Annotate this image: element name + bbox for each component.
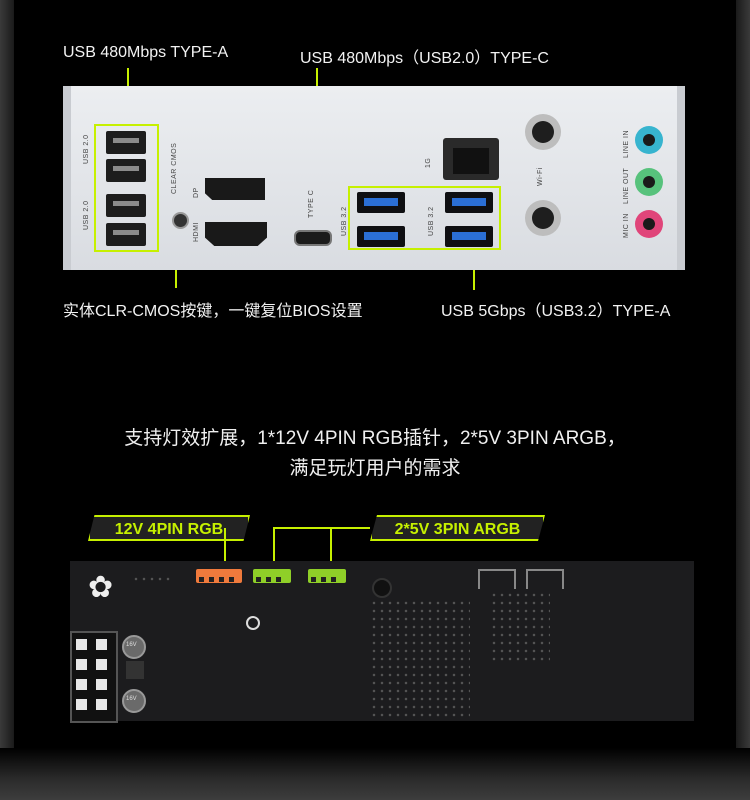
leader-argb-1 bbox=[273, 527, 275, 571]
text-dp: DP bbox=[193, 187, 200, 198]
usb32-port-3 bbox=[445, 192, 493, 213]
capacitor-2-label: 16V bbox=[126, 696, 137, 702]
fan-logo-icon: ✿ bbox=[88, 571, 114, 604]
text-wifi: Wi-Fi bbox=[537, 167, 544, 186]
bezel-bottom bbox=[0, 748, 750, 800]
clear-cmos-button bbox=[172, 212, 189, 229]
panel-edge-left bbox=[63, 86, 71, 270]
capacitor-2: 16V bbox=[122, 689, 146, 713]
bezel-left bbox=[0, 0, 14, 800]
usb32-port-4 bbox=[445, 226, 493, 247]
highlight-usb32 bbox=[348, 186, 501, 250]
text-line-in: LINE IN bbox=[623, 129, 630, 158]
leader-rgb bbox=[224, 528, 226, 570]
argb-header-2 bbox=[308, 569, 346, 583]
label-usb2-type-c: USB 480Mbps（USB2.0）TYPE-C bbox=[300, 50, 549, 67]
highlight-usb2 bbox=[94, 124, 159, 252]
leader-argb-top bbox=[273, 527, 370, 529]
text-clear-cmos: CLEAR CMOS bbox=[171, 142, 178, 194]
usb2-port-3 bbox=[106, 194, 146, 217]
usb2-port-4 bbox=[106, 223, 146, 246]
line-in-jack bbox=[635, 126, 663, 154]
chip bbox=[126, 661, 144, 679]
text-lan: 1G bbox=[425, 157, 432, 168]
text-usb32-right: USB 3.2 bbox=[428, 206, 435, 236]
label-usb32-type-a: USB 5Gbps（USB3.2）TYPE-A bbox=[441, 303, 671, 320]
text-usb20-bottom: USB 2.0 bbox=[83, 200, 90, 230]
pin-dots bbox=[132, 575, 172, 583]
text-hdmi: HDMI bbox=[193, 222, 200, 242]
tag-5v-argb: 2*5V 3PIN ARGB bbox=[370, 515, 545, 541]
text-type-c: TYPE C bbox=[308, 189, 315, 218]
text-line-out: LINE OUT bbox=[623, 167, 630, 204]
leader-argb-2 bbox=[330, 527, 332, 571]
text-usb20-top: USB 2.0 bbox=[83, 134, 90, 164]
wifi-antenna-2 bbox=[525, 200, 561, 236]
panel-edge-right bbox=[677, 86, 685, 270]
usb32-port-2 bbox=[357, 226, 405, 247]
motherboard: ✿ 16V 16V bbox=[70, 561, 694, 723]
trace-dots-2 bbox=[490, 591, 550, 661]
text-usb32-left: USB 3.2 bbox=[341, 206, 348, 236]
lan-port bbox=[443, 138, 499, 180]
capacitor-1: 16V bbox=[122, 635, 146, 659]
caption-line-2: 满足玩灯用户的需求 bbox=[289, 458, 461, 479]
atx-power-connector bbox=[70, 631, 118, 723]
text-mic-in: MIC IN bbox=[623, 213, 630, 238]
type-c-port bbox=[294, 230, 332, 246]
bezel-right bbox=[736, 0, 750, 800]
usb2-port-1 bbox=[106, 131, 146, 154]
usb32-port-1 bbox=[357, 192, 405, 213]
displayport bbox=[205, 178, 265, 200]
mount-hole-1 bbox=[246, 616, 260, 630]
trace-dots-1 bbox=[370, 599, 470, 719]
hdmi-port bbox=[205, 222, 267, 246]
rgb-12v-header bbox=[196, 569, 242, 583]
caption-line-1: 支持灯效扩展，1*12V 4PIN RGB插针，2*5V 3PIN ARGB， bbox=[124, 428, 626, 449]
capacitor-1-label: 16V bbox=[126, 642, 137, 648]
wifi-antenna-1 bbox=[525, 114, 561, 150]
io-shield-panel: USB 2.0 USB 2.0 CLEAR CMOS DP HDMI TYPE … bbox=[63, 86, 685, 270]
mount-hole-2 bbox=[372, 578, 392, 598]
fan-header-2 bbox=[526, 569, 564, 589]
fan-header-1 bbox=[478, 569, 516, 589]
mic-in-jack bbox=[635, 210, 663, 238]
label-clr-cmos: 实体CLR-CMOS按键，一键复位BIOS设置 bbox=[63, 303, 363, 320]
line-out-jack bbox=[635, 168, 663, 196]
argb-header-1 bbox=[253, 569, 291, 583]
label-usb2-type-a: USB 480Mbps TYPE-A bbox=[63, 44, 229, 61]
usb2-port-2 bbox=[106, 159, 146, 182]
